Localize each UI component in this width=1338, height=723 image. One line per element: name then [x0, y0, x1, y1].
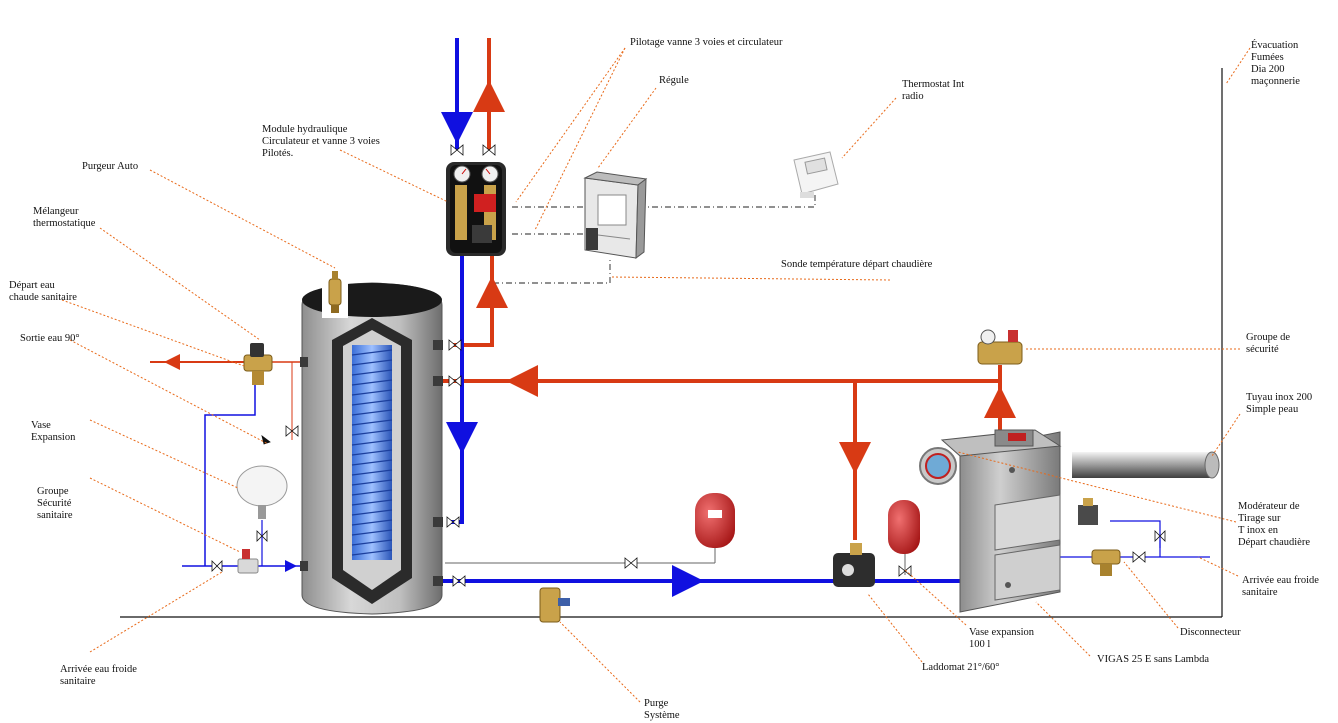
label-tuyau: Tuyau inox 200 Simple peau — [1246, 392, 1312, 416]
label-thermostat: Thermostat Int radio — [902, 79, 964, 103]
label-pilotage: Pilotage vanne 3 voies et circulateur — [630, 37, 783, 48]
system-purge-valve — [539, 587, 570, 623]
label-groupe-sec-line2: sécurité — [1246, 344, 1279, 355]
label-evacuation-line3: Dia 200 — [1251, 64, 1285, 75]
air-vent — [322, 262, 348, 318]
label-purgeur: Purgeur Auto — [82, 161, 139, 172]
label-module-line3: Pilotés. — [262, 148, 294, 159]
room-thermostat — [793, 151, 839, 198]
label-evacuation-line1: Évacuation — [1251, 40, 1299, 51]
label-groupe-san-line3: sanitaire — [37, 510, 73, 521]
label-purge-line2: Système — [644, 710, 680, 721]
control-signal-lines — [493, 195, 816, 284]
label-moderateur-line4: Départ chaudière — [1238, 537, 1310, 548]
label-vase100-line1: Vase expansion — [969, 627, 1035, 638]
hydraulic-module — [446, 162, 506, 256]
label-vigas: VIGAS 25 E sans Lambda — [1097, 654, 1209, 665]
label-thermostat-line2: radio — [902, 91, 924, 102]
label-vase-line1: Vase — [31, 420, 51, 431]
label-arrivee-left: Arrivée eau froide sanitaire — [60, 664, 137, 688]
label-arrivee-left-line1: Arrivée eau froide — [60, 664, 137, 675]
draft-moderator — [919, 447, 957, 485]
label-laddomat: Laddomat 21°/60° — [922, 662, 1000, 673]
label-purge: Purge Système — [644, 698, 680, 722]
stainless-flue-pipe — [1072, 451, 1220, 479]
label-melangeur: Mélangeur thermostatique — [33, 206, 95, 230]
sanitary-safety-group — [237, 549, 259, 574]
label-sortie: Sortie eau 90° — [20, 333, 80, 344]
label-depart-line1: Départ eau — [9, 280, 55, 291]
label-groupe-san-line1: Groupe — [37, 486, 69, 497]
label-thermostat-line1: Thermostat Int — [902, 79, 965, 90]
laddomat-unit — [833, 543, 875, 587]
label-vase-line2: Expansion — [31, 432, 76, 443]
label-purge-line1: Purge — [644, 698, 669, 709]
boiler-valve — [1078, 498, 1098, 525]
label-evacuation-line4: maçonnerie — [1251, 76, 1300, 87]
label-depart-eau: Départ eau chaude sanitaire — [9, 280, 77, 304]
boiler-safety-group — [977, 329, 1023, 365]
label-evacuation-line2: Fumées — [1251, 52, 1284, 63]
boiler-vigas — [940, 429, 1062, 613]
leader-lines — [61, 47, 1251, 703]
label-arrivee-right-line2: sanitaire — [1242, 587, 1278, 598]
label-tuyau-line1: Tuyau inox 200 — [1246, 392, 1313, 403]
label-moderateur-line3: T inox en — [1238, 525, 1279, 536]
expansion-vessel-100l — [888, 500, 920, 554]
label-arrivee-right-line1: Arrivée eau froide — [1242, 575, 1319, 586]
label-moderateur-line2: Tirage sur — [1238, 513, 1281, 524]
disconnector — [1091, 549, 1121, 576]
hot-pipes — [150, 38, 1016, 540]
label-depart-line2: chaude sanitaire — [9, 292, 77, 303]
label-melangeur-line1: Mélangeur — [33, 206, 79, 217]
label-arrivee-left-line2: sanitaire — [60, 676, 96, 687]
label-sonde: Sonde température départ chaudière — [781, 259, 933, 270]
label-module-line2: Circulateur et vanne 3 voies — [262, 136, 380, 147]
label-moderateur: Modérateur de Tirage sur T inox en Dépar… — [1238, 501, 1310, 549]
valve-symbols — [211, 144, 1166, 587]
label-moderateur-line1: Modérateur de — [1238, 501, 1300, 512]
label-groupe-securite: Groupe de sécurité — [1246, 332, 1290, 356]
thermostatic-mixer — [243, 343, 273, 385]
label-melangeur-line2: thermostatique — [33, 218, 96, 229]
label-groupe-sanitaire: Groupe Sécurité sanitaire — [37, 486, 73, 522]
sanitary-expansion-vessel — [236, 465, 288, 519]
label-vase-100: Vase expansion 100 l — [969, 627, 1034, 651]
label-groupe-san-line2: Sécurité — [37, 498, 72, 509]
label-groupe-sec-line1: Groupe de — [1246, 332, 1291, 343]
ground-line — [120, 68, 1223, 618]
label-evacuation: Évacuation Fumées Dia 200 maçonnerie — [1251, 40, 1300, 88]
label-disconnecteur: Disconnecteur — [1180, 627, 1241, 638]
label-arrivee-right: Arrivée eau froide sanitaire — [1242, 575, 1319, 599]
storage-tank — [300, 282, 443, 615]
label-tuyau-line2: Simple peau — [1246, 404, 1299, 415]
label-module-hydraulique: Module hydraulique Circulateur et vanne … — [262, 124, 380, 160]
expansion-vessel-25l — [695, 493, 735, 548]
label-module-line1: Module hydraulique — [262, 124, 348, 135]
controller-unit — [583, 171, 648, 260]
label-vase: Vase Expansion — [31, 420, 75, 444]
label-regule: Régule — [659, 75, 689, 86]
label-vase100-line2: 100 l — [969, 639, 991, 650]
